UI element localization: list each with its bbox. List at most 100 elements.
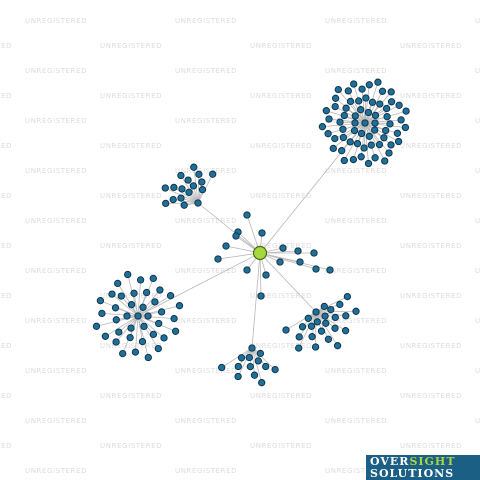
leaf-node[interactable] <box>117 292 125 300</box>
leaf-node[interactable] <box>190 163 198 171</box>
leaf-node[interactable] <box>184 176 192 184</box>
leaf-node[interactable] <box>136 276 145 284</box>
leaf-node[interactable] <box>336 300 344 309</box>
leaf-node[interactable] <box>393 129 402 137</box>
leaf-node[interactable] <box>157 308 166 316</box>
leaf-node[interactable] <box>234 372 242 381</box>
hub-node-hub-bottom[interactable] <box>248 344 256 352</box>
leaf-node[interactable] <box>331 324 339 332</box>
leaf-node[interactable] <box>237 354 246 362</box>
leaf-node[interactable] <box>349 155 358 164</box>
leaf-node[interactable] <box>175 302 184 310</box>
leaf-node[interactable] <box>262 271 270 279</box>
leaf-node[interactable] <box>149 274 157 283</box>
leaf-node[interactable] <box>139 303 147 311</box>
leaf-node[interactable] <box>387 88 395 96</box>
leaf-node[interactable] <box>339 133 348 142</box>
leaf-node[interactable] <box>310 249 318 257</box>
leaf-node[interactable] <box>144 312 152 320</box>
leaf-node[interactable] <box>142 288 151 297</box>
leaf-node[interactable] <box>368 98 377 106</box>
leaf-node[interactable] <box>258 379 266 387</box>
leaf-node[interactable] <box>333 342 342 350</box>
leaf-node[interactable] <box>127 324 135 332</box>
leaf-node[interactable] <box>387 98 396 106</box>
leaf-node[interactable] <box>296 258 304 266</box>
leaf-node[interactable] <box>232 232 240 240</box>
leaf-node[interactable] <box>342 312 350 320</box>
leaf-node[interactable] <box>331 94 340 102</box>
leaf-node[interactable] <box>327 305 335 314</box>
leaf-node[interactable] <box>402 107 410 115</box>
leaf-node[interactable] <box>362 94 370 102</box>
leaf-node[interactable] <box>331 134 339 143</box>
leaf-node[interactable] <box>180 201 188 209</box>
leaf-node[interactable] <box>351 119 359 127</box>
leaf-node[interactable] <box>343 292 352 301</box>
leaf-node[interactable] <box>378 87 387 95</box>
leaf-node[interactable] <box>160 334 168 342</box>
leaf-node[interactable] <box>178 185 186 193</box>
leaf-node[interactable] <box>364 159 373 168</box>
leaf-node[interactable] <box>155 319 163 328</box>
leaf-node[interactable] <box>127 301 136 309</box>
leaf-node[interactable] <box>367 141 375 149</box>
leaf-node[interactable] <box>386 120 394 128</box>
leaf-node[interactable] <box>324 130 332 138</box>
leaf-node[interactable] <box>222 242 230 250</box>
hub-node-hub-left[interactable] <box>134 312 142 320</box>
leaf-node[interactable] <box>320 302 328 311</box>
leaf-node[interactable] <box>340 156 348 165</box>
leaf-node[interactable] <box>365 81 373 89</box>
leaf-node[interactable] <box>307 322 316 330</box>
leaf-node[interactable] <box>149 330 158 339</box>
leaf-node[interactable] <box>357 153 365 161</box>
leaf-node[interactable] <box>317 327 326 335</box>
leaf-node[interactable] <box>334 85 342 94</box>
leaf-node[interactable] <box>140 322 148 331</box>
leaf-node[interactable] <box>130 289 138 297</box>
leaf-node[interactable] <box>112 316 120 324</box>
leaf-node[interactable] <box>189 182 198 190</box>
leaf-node[interactable] <box>353 140 362 148</box>
leaf-node[interactable] <box>170 183 178 192</box>
leaf-node[interactable] <box>166 292 175 300</box>
leaf-node[interactable] <box>114 279 122 288</box>
leaf-node[interactable] <box>171 327 180 335</box>
leaf-node[interactable] <box>394 137 403 146</box>
leaf-node[interactable] <box>344 87 352 95</box>
leaf-node[interactable] <box>198 178 206 186</box>
leaf-node[interactable] <box>385 149 393 157</box>
leaf-node[interactable] <box>313 318 321 326</box>
leaf-node[interactable] <box>151 298 159 306</box>
leaf-node[interactable] <box>126 333 134 342</box>
leaf-node[interactable] <box>339 125 347 133</box>
leaf-node[interactable] <box>195 170 203 178</box>
leaf-node[interactable] <box>382 126 390 135</box>
leaf-node[interactable] <box>282 326 290 334</box>
leaf-node[interactable] <box>243 266 251 274</box>
leaf-node[interactable] <box>111 304 120 312</box>
leaf-node[interactable] <box>254 357 262 365</box>
leaf-node[interactable] <box>243 211 251 219</box>
hub-node-hub-upper-left[interactable] <box>194 199 202 207</box>
leaf-node[interactable] <box>245 353 253 362</box>
leaf-node[interactable] <box>258 229 266 237</box>
hub-node-hub-top-right[interactable] <box>361 119 369 127</box>
leaf-node[interactable] <box>311 343 320 351</box>
leaf-node[interactable] <box>234 362 242 371</box>
leaf-node[interactable] <box>374 78 382 86</box>
leaf-node[interactable] <box>246 362 254 371</box>
leaf-node[interactable] <box>154 344 162 353</box>
leaf-node[interactable] <box>304 314 312 322</box>
leaf-node[interactable] <box>341 327 350 335</box>
leaf-node[interactable] <box>381 157 389 165</box>
leaf-node[interactable] <box>162 199 170 208</box>
leaf-node[interactable] <box>169 195 177 204</box>
leaf-node[interactable] <box>322 319 330 327</box>
leaf-node[interactable] <box>352 307 360 315</box>
leaf-node[interactable] <box>161 184 169 192</box>
leaf-node[interactable] <box>365 132 373 140</box>
leaf-node[interactable] <box>185 188 193 196</box>
leaf-node[interactable] <box>364 108 373 117</box>
